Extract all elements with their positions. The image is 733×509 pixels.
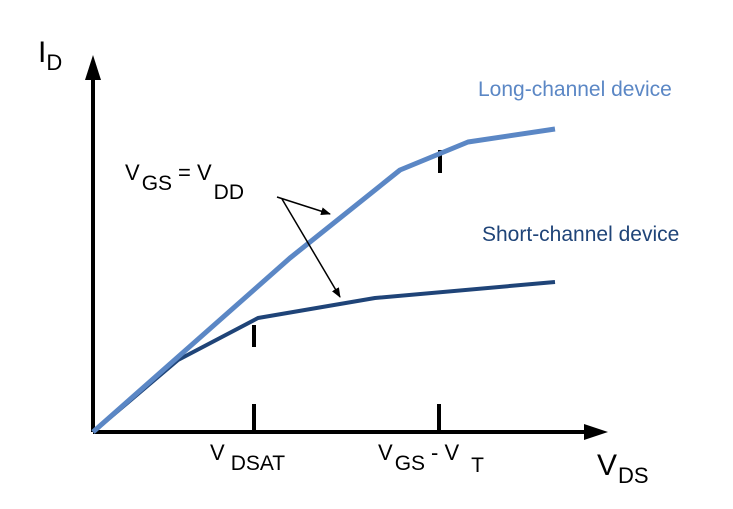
vdsat-v: V — [210, 440, 225, 465]
vgs-minus-vt-tick-label: VGS - V T — [378, 440, 484, 477]
annotation-dd-sub: DD — [214, 181, 244, 204]
y-axis-arrowhead — [85, 55, 101, 80]
pointer-arrow-long — [276, 196, 331, 216]
x-axis-label-sub: DS — [618, 463, 649, 488]
vt-sub: T — [471, 454, 484, 477]
annotation-eq-v: = V — [178, 160, 212, 185]
short-channel-curve — [91, 280, 556, 434]
y-axis-label-sub: D — [46, 50, 62, 75]
y-axis-label-main: I — [38, 36, 46, 69]
x-axis-label-main: V — [597, 449, 617, 482]
vgs-eq-vdd-annotation: VGS = VDD — [125, 160, 244, 204]
y-axis-label: ID — [38, 36, 62, 75]
x-axis-label: VDS — [597, 449, 649, 488]
vdsat-tick-label: V DSAT — [210, 440, 285, 475]
annotation-gs-sub: GS — [142, 172, 172, 195]
vgs-v: V — [378, 440, 393, 465]
x-axis-arrowhead — [584, 424, 608, 440]
pointer-arrow-short — [281, 198, 341, 298]
vdsat-sub: DSAT — [231, 452, 286, 475]
minus-vt: - V — [431, 440, 459, 465]
long-channel-curve — [91, 126, 556, 434]
vgs-sub: GS — [395, 452, 425, 475]
long-channel-label: Long-channel device — [478, 78, 672, 101]
annotation-v: V — [125, 160, 140, 185]
short-channel-label: Short-channel device — [482, 223, 679, 246]
